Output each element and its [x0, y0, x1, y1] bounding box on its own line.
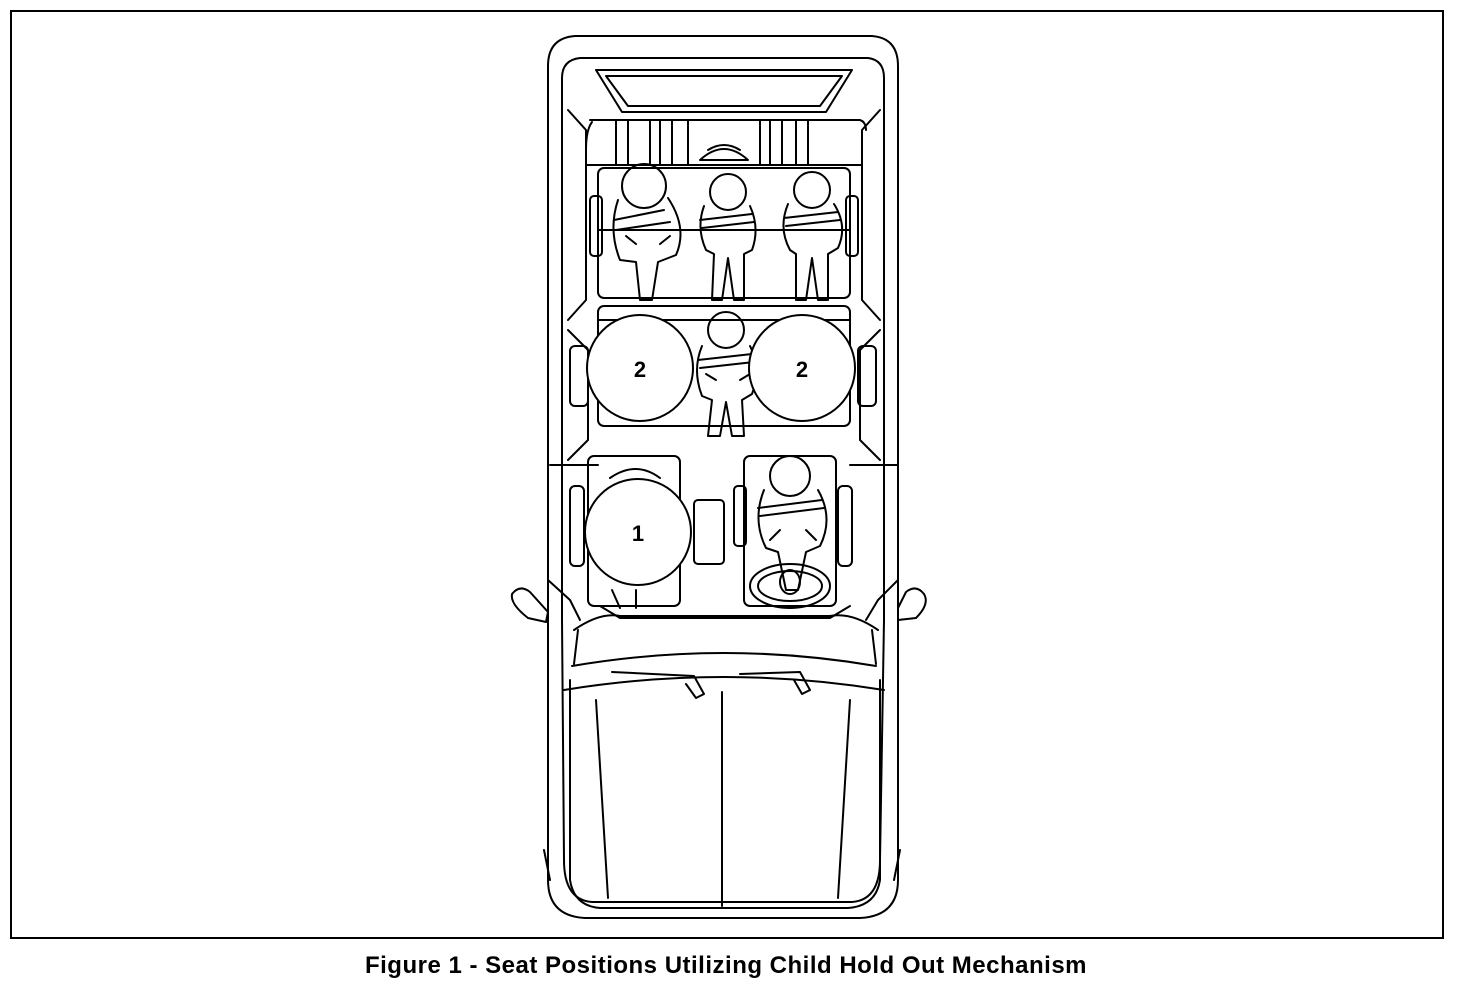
occupant-third-row-center — [699, 173, 757, 301]
seat-marker-label: 2 — [796, 357, 808, 382]
seat-marker-second-row-left: 2 — [586, 314, 694, 422]
seat-marker-front-passenger: 1 — [584, 468, 692, 609]
hood — [543, 676, 901, 909]
occupant-third-row-left — [612, 163, 682, 301]
vehicle-seating-diagram: 2 2 1 — [510, 35, 927, 919]
rear-window — [595, 69, 853, 113]
steering-wheel — [749, 563, 831, 609]
seat-marker-label: 2 — [634, 357, 646, 382]
seat-marker-label: 1 — [632, 521, 644, 546]
vehicle-body-outline — [547, 35, 899, 919]
rear-window-inner — [605, 75, 843, 107]
windshield — [571, 614, 879, 667]
cargo-area — [585, 119, 867, 166]
vehicle-body-inner-outline — [561, 57, 885, 903]
occupant-third-row-right — [782, 171, 844, 301]
seat-marker-second-row-right: 2 — [748, 314, 856, 422]
third-row-bench — [589, 167, 859, 299]
side-mirrors — [510, 579, 927, 623]
side-panels — [549, 109, 899, 466]
occupant-second-row-center — [696, 311, 758, 437]
windshield-wipers — [611, 671, 811, 699]
figure-caption: Figure 1 - Seat Positions Utilizing Chil… — [364, 952, 1088, 979]
occupant-driver — [757, 455, 828, 591]
